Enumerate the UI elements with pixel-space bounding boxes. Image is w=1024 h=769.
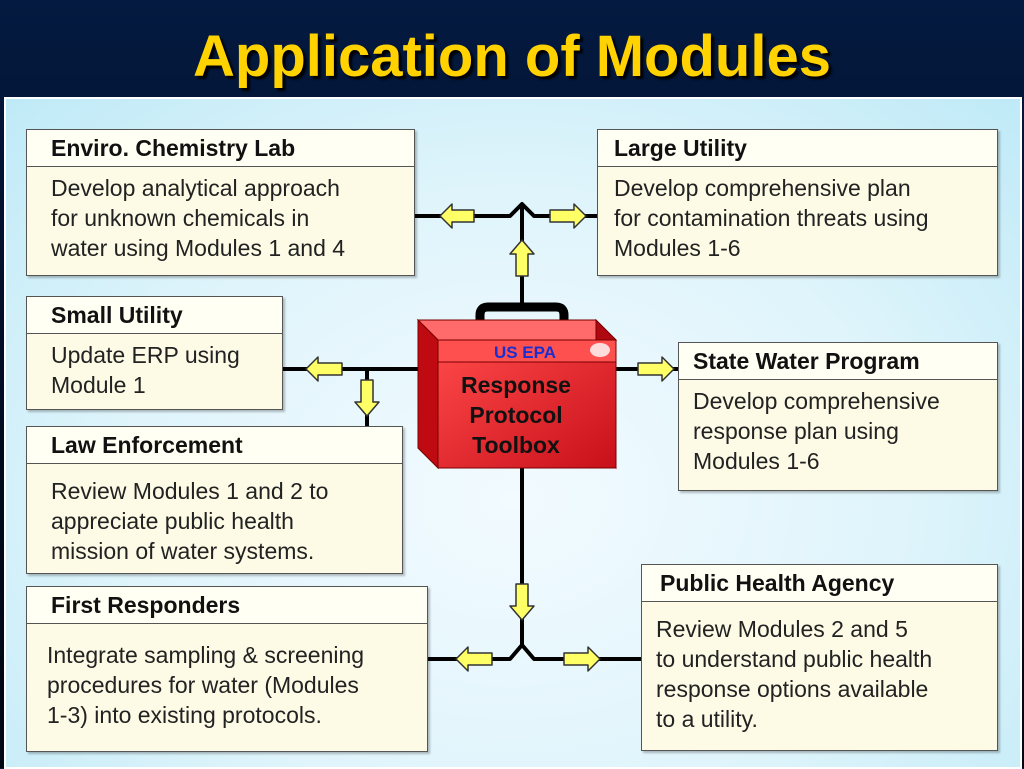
box-body: Develop comprehensive plan for contamina… bbox=[614, 175, 929, 261]
arrow-down-bottom bbox=[509, 583, 535, 621]
box-body: Develop analytical approach for unknown … bbox=[51, 175, 346, 261]
toolbox-icon bbox=[416, 302, 618, 470]
box-public-health-agency: Public Health Agency Review Modules 2 an… bbox=[641, 564, 998, 751]
box-heading: Public Health Agency bbox=[642, 565, 997, 602]
box-heading: First Responders bbox=[27, 587, 427, 624]
slide-title: Application of Modules bbox=[193, 24, 831, 89]
arrow-to-public-health bbox=[563, 646, 601, 672]
box-state-water-program: State Water Program Develop comprehensiv… bbox=[678, 342, 998, 491]
arrow-to-large-utility bbox=[549, 203, 587, 229]
box-body: Review Modules 2 and 5 to understand pub… bbox=[656, 616, 933, 732]
box-body: Develop comprehensive response plan usin… bbox=[693, 388, 940, 474]
box-heading: State Water Program bbox=[679, 343, 997, 380]
box-enviro-chemistry-lab: Enviro. Chemistry Lab Develop analytical… bbox=[26, 129, 415, 276]
box-small-utility: Small Utility Update ERP using Module 1 bbox=[26, 296, 283, 410]
arrow-to-first-responders bbox=[455, 646, 493, 672]
box-body: Review Modules 1 and 2 to appreciate pub… bbox=[51, 478, 329, 564]
box-heading: Small Utility bbox=[27, 297, 282, 334]
arrow-to-state-water bbox=[637, 356, 675, 382]
arrow-to-law-enforcement bbox=[354, 379, 380, 417]
box-body: Update ERP using Module 1 bbox=[51, 342, 240, 398]
box-law-enforcement: Law Enforcement Review Modules 1 and 2 t… bbox=[26, 426, 403, 574]
box-heading: Enviro. Chemistry Lab bbox=[27, 130, 414, 167]
box-large-utility: Large Utility Develop comprehensive plan… bbox=[597, 129, 998, 276]
box-heading: Large Utility bbox=[598, 130, 997, 167]
arrow-up-top bbox=[509, 239, 535, 277]
arrow-to-enviro-lab bbox=[439, 203, 475, 229]
box-first-responders: First Responders Integrate sampling & sc… bbox=[26, 586, 428, 752]
arrow-to-small-utility bbox=[305, 356, 343, 382]
toolbox-label: Response Protocol Toolbox bbox=[461, 372, 571, 458]
box-heading: Law Enforcement bbox=[27, 427, 402, 464]
box-body: Integrate sampling & screening procedure… bbox=[47, 642, 365, 728]
toolbox-brand: US EPA bbox=[493, 343, 557, 362]
